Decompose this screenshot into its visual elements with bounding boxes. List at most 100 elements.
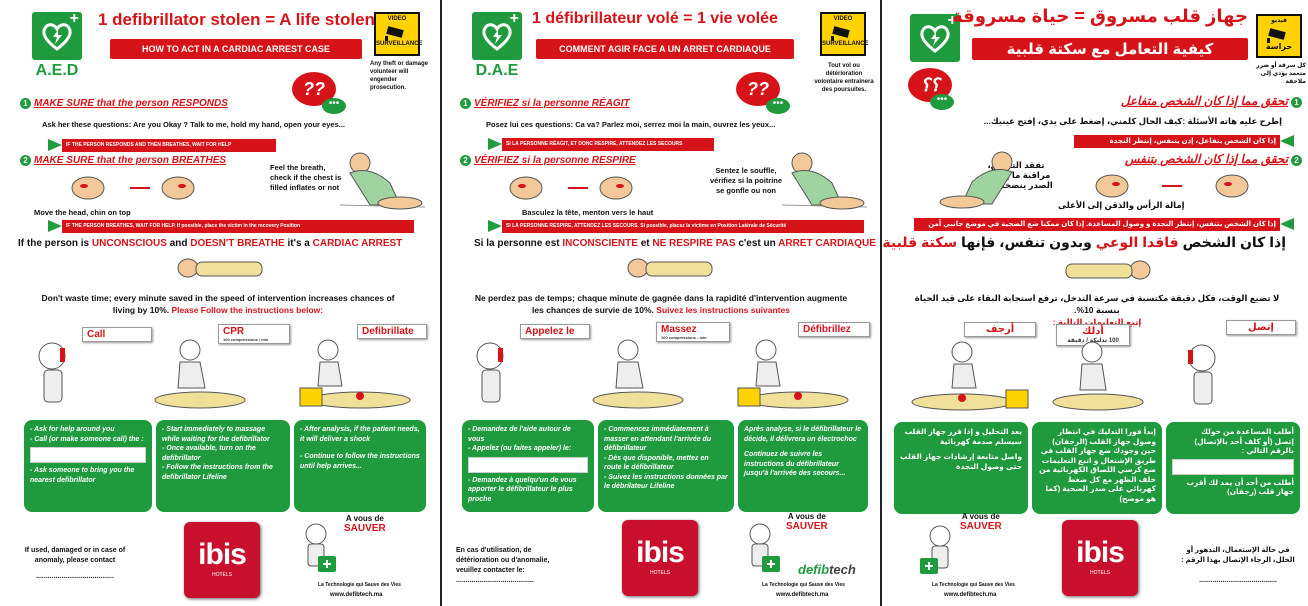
statement-part: .	[882, 234, 883, 250]
statement-unconscious: INCONSCIENTE	[562, 238, 638, 249]
statement-no-breath: NE RESPIRE PAS	[652, 238, 736, 249]
aed-label: D.A.E	[475, 62, 519, 79]
action-defibrillate: Defibrillate	[357, 324, 427, 339]
step-2-label: تحقق مما إذا كان الشخص يتنفس	[1124, 152, 1288, 166]
step-1-text: Posez lui ces questions: Ca va? Parlez m…	[486, 120, 776, 129]
website-link[interactable]: www.defibtech.ma	[776, 592, 829, 598]
head-tilt-illustration	[509, 176, 633, 200]
ibis-logo-text: ibis	[198, 538, 247, 571]
arrow-banner-1-text: SI LA PERSONNE RÉAGIT, ET DONC RESPIRE, …	[502, 138, 714, 151]
tagline: La Technologie qui Sauve des Vies	[318, 582, 401, 588]
head-tilt-illustration	[1095, 174, 1249, 198]
box-line: - Call (or make someone call) the :	[30, 435, 144, 443]
video-surveillance-sign: VIDEO SURVEILLANCE	[820, 12, 869, 56]
action-cpr-sub: 100 compressions / min	[223, 337, 269, 342]
box-line: Après analyse, si le défibrillateur le d…	[744, 426, 862, 443]
step-2-head-text: Basculez la tête, menton vers le haut	[522, 208, 654, 217]
statement-part: and	[166, 238, 191, 249]
statement-cardiac-arrest: سكتة قلبية	[882, 234, 958, 250]
sauver-slogan: A vous de SAUVER	[344, 514, 386, 534]
contact-dots: ........................................	[1199, 577, 1277, 584]
arrow-banner-2-text: إذا كان الشخص يتنفس، إنتظر النجدة و وصول…	[914, 218, 1280, 231]
instruction-box-call: - Demandez de l'aide autour de vous - Ap…	[462, 420, 594, 512]
box-line: - Appelez (ou faites appeler) le:	[468, 445, 572, 452]
urgency-text: Don't waste time; every minute saved in …	[30, 292, 406, 316]
urgency-text: لا تضيع الوقت، فكل دقيقة مكتسبة في سرعة …	[902, 292, 1292, 328]
box-line: - Follow the instructions from the defib…	[162, 464, 273, 481]
check-breath-illustration	[781, 152, 868, 210]
statement-part: If the person is	[18, 238, 92, 249]
statement-no-breath: DOESN'T BREATHE	[190, 238, 285, 249]
step-1-number: 1	[20, 98, 31, 109]
action-call: Call	[82, 327, 152, 342]
phone-number-field[interactable]	[468, 456, 588, 473]
instruction-box-cpr: - Start immediately to massage while wai…	[156, 420, 290, 512]
instruction-box-cpr: إبدأ فورا التدليك في انتظار وصول جهاز ال…	[1032, 422, 1162, 514]
phone-number-field[interactable]	[30, 447, 146, 463]
action-cpr-sub: 100 compressions - min	[661, 335, 707, 340]
box-line: إتصل (أو كلف أحد بالإتصال) بالرقم التالي…	[1194, 436, 1294, 456]
ibis-logo: ibis HOTELS	[622, 520, 698, 596]
action-cpr-sub: 100 تدليكة / دقيقة	[1067, 338, 1119, 344]
camera-icon	[831, 26, 850, 41]
mascot-aed-icon	[920, 525, 951, 574]
ibis-logo-sub: HOTELS	[211, 572, 232, 578]
phone-number-field[interactable]	[1172, 458, 1294, 475]
arrow-icon	[1280, 135, 1294, 147]
action-defibrillate: أرجف	[964, 322, 1036, 337]
step-1-label: MAKE SURE that the person RESPONDS	[34, 98, 228, 109]
instruction-box-defibrillate: بعد التحليل و إذا قرر جهاز القلب سيسلم ص…	[894, 422, 1028, 514]
aed-label: A.E.D	[35, 62, 79, 79]
ibis-logo-sub: HOTELS	[649, 570, 670, 576]
box-line: إبدأ فورا التدليك في انتظار وصول جهاز ال…	[1052, 427, 1156, 446]
defibtech-logo: defibtech	[798, 562, 856, 577]
video-line2: حراسة	[1265, 42, 1293, 51]
step-2-number: 2	[20, 155, 31, 166]
cardiac-arrest-statement: إذا كان الشخص فاقدا الوعي وبدون تنفس، فإ…	[882, 234, 1286, 251]
poster-arabic: + جهاز قلب مسروق = حياة مسروقة كيفية الت…	[880, 0, 1308, 606]
contact-text: If used, damaged or in case of anomaly, …	[24, 547, 126, 564]
video-line1: فيديو	[1271, 18, 1287, 24]
urgency-instructions: Suivez les instructions suivantes	[656, 305, 790, 315]
step-1-number: 1	[460, 98, 471, 109]
statement-part: Si la personne est	[474, 238, 563, 249]
camera-icon	[385, 26, 404, 41]
box-line: حين وجودك ضع جهاز القلب في طريق الإشتغال…	[1040, 446, 1156, 465]
headline: جهاز قلب مسروق = حياة مسروقة	[952, 6, 1248, 26]
sauver-line1: A vous de	[345, 514, 384, 523]
actions-illustration	[911, 341, 1216, 411]
sauver-line1: A vous de	[961, 512, 1000, 521]
step-2-head-text: إمالة الرأس والذقن إلى الأعلى	[1058, 200, 1185, 210]
box-line: - Start immediately to massage while wai…	[162, 426, 270, 443]
banner: COMMENT AGIR FACE A UN ARRET CARDIAQUE	[536, 39, 794, 59]
cardiac-arrest-statement: If the person is UNCONSCIOUS and DOESN'T…	[18, 238, 402, 249]
statement-unconscious: UNCONSCIOUS	[91, 238, 167, 249]
instruction-box-call: أطلب المساعدة من حولك إتصل (أو كلف أحد ب…	[1166, 422, 1300, 514]
dots-bubble: •••	[930, 94, 954, 110]
website-link[interactable]: www.defibtech.ma	[944, 592, 997, 598]
arrow-banner-2: IF THE PERSON BREATHES, WAIT FOR HELP. I…	[48, 220, 414, 233]
website-link[interactable]: www.defibtech.ma	[330, 592, 383, 598]
aed-heart-icon: +	[472, 10, 522, 60]
statement-part: إذا كان الشخص	[1178, 234, 1286, 250]
mascot-aed-icon	[305, 523, 336, 572]
step-1-text: إطرح عليه هاته الأسئلة :كيف الحال كلمني،…	[983, 116, 1282, 126]
action-cpr-label: Massez	[661, 324, 697, 335]
tagline: La Technologie qui Sauve des Vies	[932, 582, 1015, 588]
arrow-banner-2: إذا كان الشخص يتنفس، إنتظر النجدة و وصول…	[914, 218, 1294, 231]
step-1-number: 1	[1291, 97, 1302, 108]
poster-french: + D.A.E 1 défibrillateur volé = 1 vie vo…	[440, 0, 876, 606]
video-line1: VIDEO	[387, 16, 407, 22]
step-1-title: 1تحقق مما إذا كان الشخص متفاعل	[1121, 94, 1302, 108]
arrow-banner-1: IF THE PERSON RESPONDS AND THEN BREATHES…	[48, 139, 276, 152]
ibis-logo-sub: HOTELS	[1089, 570, 1110, 576]
box-line: ضع كرسي اللصاق الكهربائية من خلف الظهر م…	[1039, 465, 1156, 503]
arrow-banner-2-text: IF THE PERSON BREATHES, WAIT FOR HELP. I…	[62, 220, 414, 233]
check-breath-illustration	[339, 152, 426, 210]
